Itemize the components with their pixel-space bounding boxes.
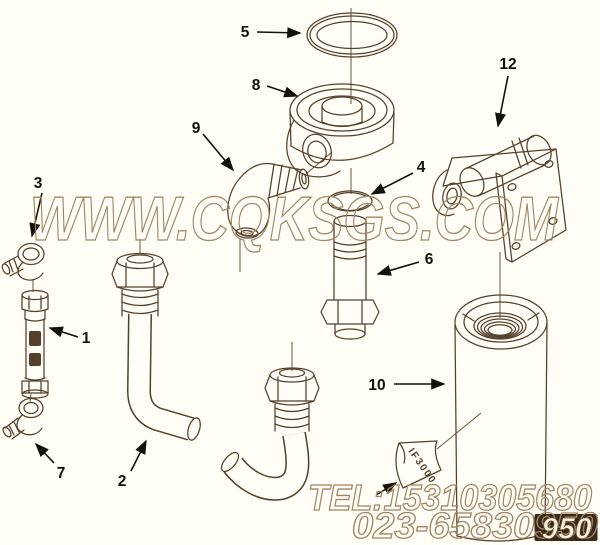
callout-9-label: 9 — [192, 120, 201, 137]
callout-12-label: 12 — [499, 56, 516, 73]
callout-3: 3 — [29, 175, 43, 238]
callout-5-label: 5 — [241, 24, 250, 41]
page-number-badge — [534, 514, 598, 541]
callout-12: 12 — [495, 56, 517, 128]
part-bent-hose-b — [220, 367, 320, 501]
tag-pointer-arrow — [375, 482, 398, 496]
part-bracket — [432, 134, 567, 263]
callout-9: 9 — [192, 120, 235, 172]
callout-2-label: 2 — [118, 473, 127, 490]
part-adapter — [286, 83, 395, 178]
callout-8-label: 8 — [252, 77, 261, 94]
part-elbow-fitting — [227, 162, 310, 239]
part-flexible-hose — [21, 289, 49, 399]
callouts: 1 2 3 4 5 6 7 8 — [29, 24, 517, 490]
part-upper-elbow — [1, 242, 45, 281]
callout-4-label: 4 — [417, 159, 426, 176]
callout-5: 5 — [241, 24, 302, 41]
callout-1: 1 — [48, 326, 91, 347]
callout-10: 10 — [368, 377, 446, 394]
page-number: 950 — [541, 513, 591, 545]
callout-10-label: 10 — [368, 377, 385, 394]
watermark-site: WWW.CQKSGS.COM — [30, 185, 559, 254]
part-o-ring — [306, 12, 398, 58]
callout-3-label: 3 — [34, 175, 43, 192]
part-gasket — [327, 190, 373, 212]
part-lower-elbow — [2, 397, 44, 440]
callout-6-label: 6 — [425, 251, 434, 268]
callout-1-label: 1 — [82, 330, 91, 347]
callout-8: 8 — [252, 77, 299, 98]
callout-7: 7 — [34, 442, 66, 482]
part-nipple — [320, 214, 380, 340]
watermark-phone: 023-65830950 — [352, 505, 598, 545]
callout-7-label: 7 — [57, 465, 66, 482]
watermark-tel: TEL:15310305680 — [308, 477, 592, 518]
callout-6: 6 — [376, 251, 434, 276]
callout-4: 4 — [370, 159, 426, 195]
part-bent-hose-a — [111, 252, 201, 441]
callout-2: 2 — [118, 439, 147, 490]
